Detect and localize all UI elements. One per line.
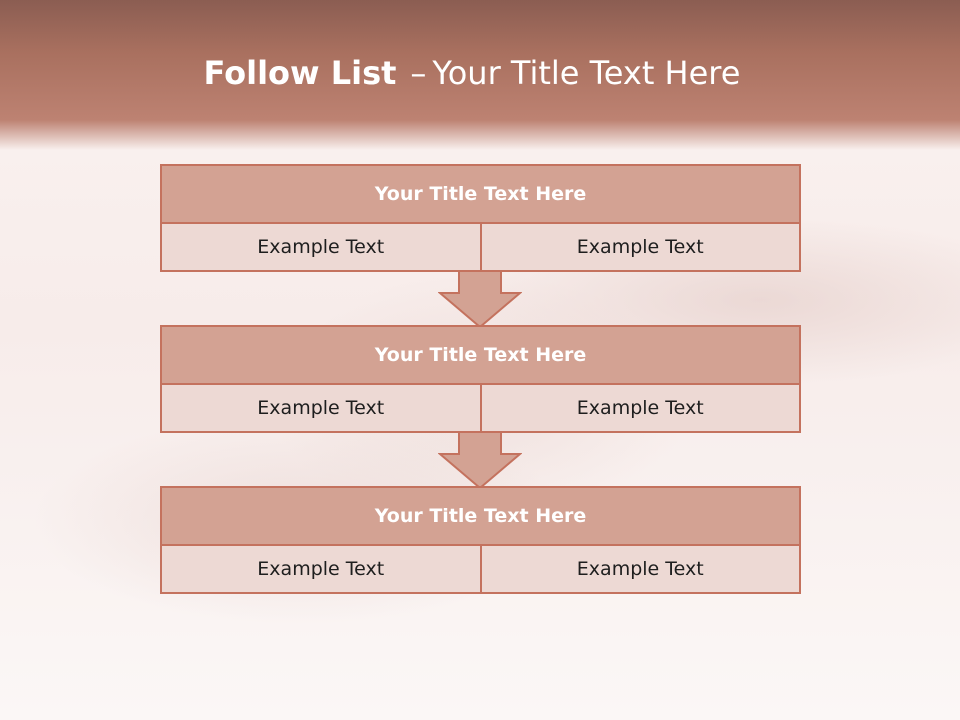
slide-title: Follow List–Your Title Text Here [0, 54, 944, 92]
list-block-2: Your Title Text Here Example Text Exampl… [160, 325, 801, 433]
title-band [0, 0, 960, 150]
block-cell-right: Example Text [479, 224, 800, 270]
list-block-3: Your Title Text Here Example Text Exampl… [160, 486, 801, 594]
block-cells: Example Text Example Text [162, 385, 799, 431]
block-cell-left: Example Text [257, 397, 385, 419]
block-title: Your Title Text Here [162, 488, 799, 546]
down-arrow-icon [438, 431, 522, 489]
block-title: Your Title Text Here [162, 327, 799, 385]
list-block-1: Your Title Text Here Example Text Exampl… [160, 164, 801, 272]
block-cell-left: Example Text [257, 558, 385, 580]
slide-title-rest: Your Title Text Here [432, 54, 741, 92]
down-arrow-icon [438, 270, 522, 328]
slide-title-bold: Follow List [203, 54, 397, 92]
block-cell-right: Example Text [479, 546, 800, 592]
block-title: Your Title Text Here [162, 166, 799, 224]
block-cell-right: Example Text [479, 385, 800, 431]
slide-title-dash: – [410, 54, 427, 92]
block-cells: Example Text Example Text [162, 546, 799, 592]
block-cell-left: Example Text [257, 236, 385, 258]
block-cells: Example Text Example Text [162, 224, 799, 270]
